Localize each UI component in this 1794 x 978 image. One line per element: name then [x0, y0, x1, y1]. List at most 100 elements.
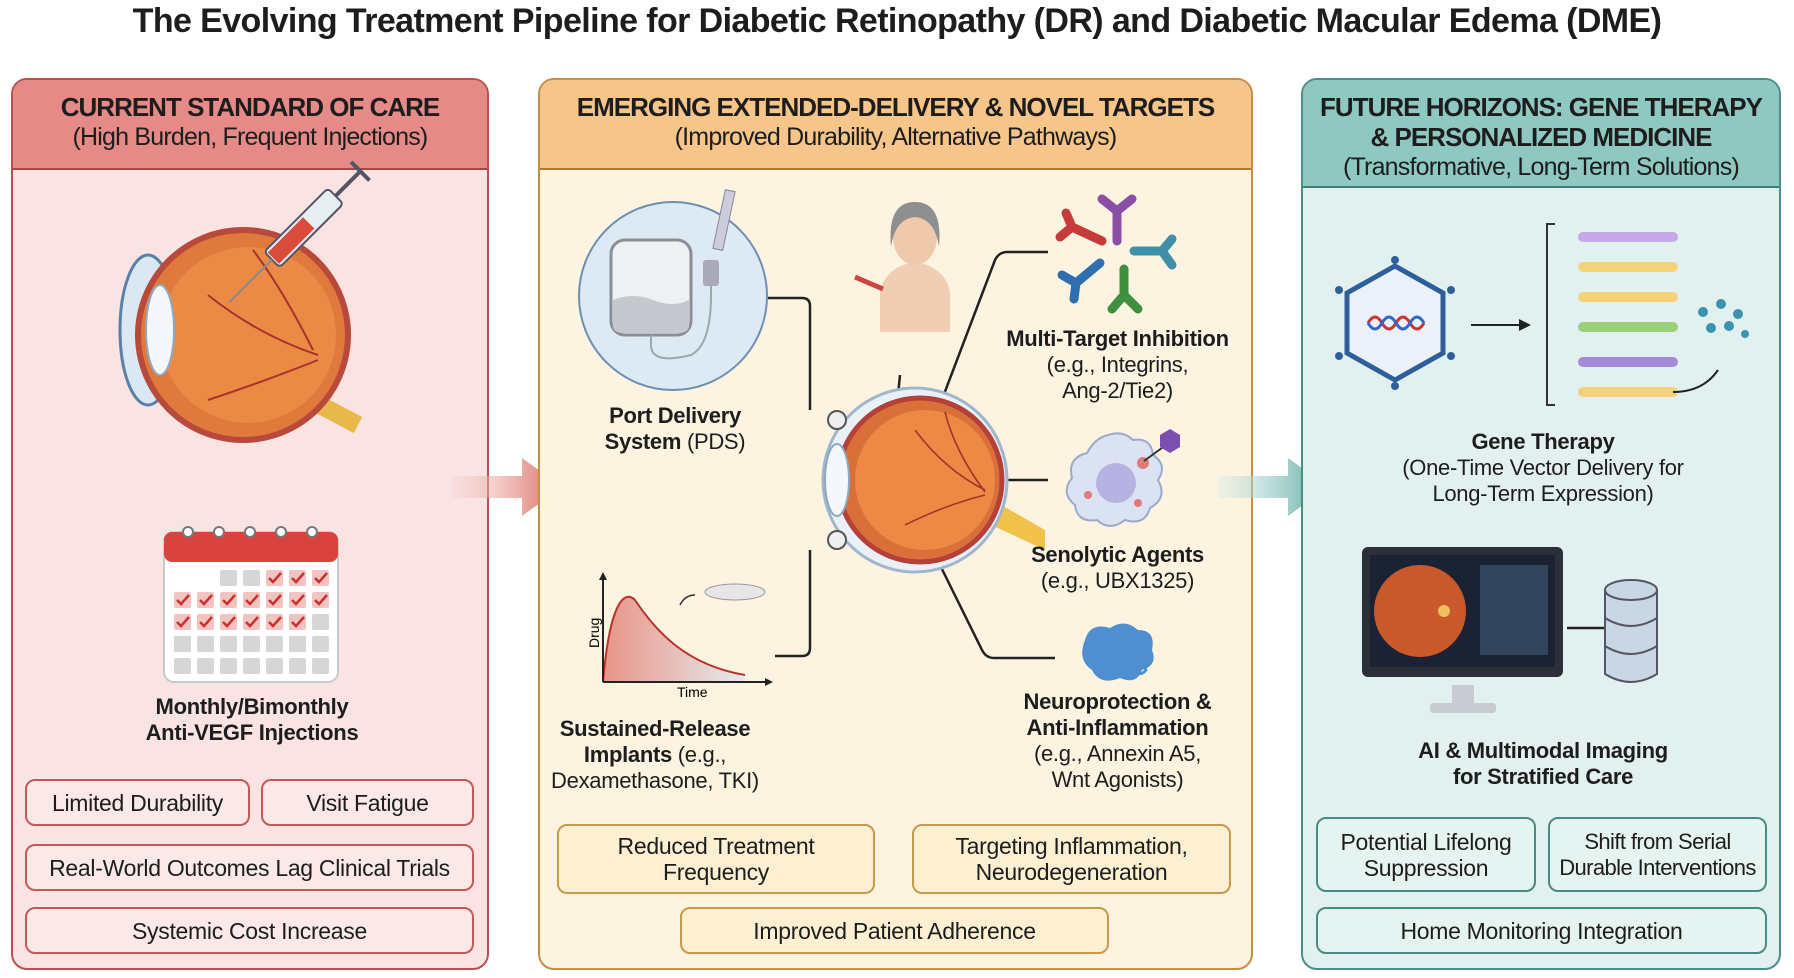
- caption-line: Multi-Target Inhibition: [1006, 326, 1229, 351]
- calendar-day: [243, 658, 260, 674]
- caption-line: AI & Multimodal Imaging: [1418, 738, 1668, 763]
- calendar-day: [243, 570, 260, 586]
- drug-release-curve-icon: Drug Time: [586, 572, 773, 700]
- calendar-day: [289, 658, 306, 674]
- panel-current-standard: CURRENT STANDARD OF CARE (High Burden, F…: [11, 78, 489, 970]
- viral-vector-icon: [1335, 256, 1455, 390]
- caption-line: Port Delivery: [609, 403, 741, 428]
- calendar-day: [312, 658, 329, 674]
- caption-line: for Stratified Care: [1452, 764, 1634, 789]
- panel-header: FUTURE HORIZONS: GENE THERAPY & PERSONAL…: [1303, 80, 1779, 188]
- checkmark-icon: [199, 594, 213, 606]
- port-delivery-caption: Port Delivery System (PDS): [580, 403, 770, 455]
- calendar-day: [266, 614, 283, 630]
- checkmark-icon: [291, 594, 305, 606]
- caption-line: (e.g., Annexin A5,: [1033, 741, 1202, 766]
- diagram-title: The Evolving Treatment Pipeline for Diab…: [132, 2, 1662, 40]
- caption-line: Ang-2/Tie2): [1062, 378, 1173, 403]
- retinal-imaging-monitor-icon: [1362, 547, 1563, 713]
- calendar-day: [197, 592, 214, 608]
- checkmark-icon: [268, 572, 282, 584]
- caption-line: Sustained-Release: [559, 716, 751, 741]
- calendar-day: [243, 614, 260, 630]
- systemic-cost-pill: Systemic Cost Increase: [25, 907, 474, 954]
- ai-imaging-caption: AI & Multimodal Imaging for Stratified C…: [1303, 738, 1779, 790]
- checkmark-icon: [268, 594, 282, 606]
- caption-line: Anti-Inflammation: [1026, 715, 1209, 740]
- patient-injection-icon: [854, 202, 950, 332]
- panel-subtitle: (High Burden, Frequent Injections): [72, 123, 429, 151]
- calendar-day: [289, 592, 306, 608]
- anti-vegf-caption: Monthly/Bimonthly Anti-VEGF Injections: [13, 694, 487, 746]
- lifelong-suppression-pill: Potential Lifelong Suppression: [1316, 817, 1536, 892]
- calendar-day: [174, 592, 191, 608]
- database-icon: [1567, 579, 1658, 683]
- drug-axis-label: Drug: [586, 618, 602, 648]
- calendar-day: [266, 570, 283, 586]
- caption-line: Wnt Agonists): [1051, 767, 1184, 792]
- calendar-day: [266, 592, 283, 608]
- calendar-day: [220, 592, 237, 608]
- caption-text: (PDS): [686, 429, 746, 454]
- limited-durability-pill: Limited Durability: [25, 779, 250, 826]
- panel-title: CURRENT STANDARD OF CARE: [60, 92, 441, 122]
- calendar-day: [174, 658, 191, 674]
- calendar-day: [266, 658, 283, 674]
- panel-title: & PERSONALIZED MEDICINE: [1370, 122, 1712, 152]
- eye-injection-icon: [118, 160, 371, 443]
- caption-line: System (PDS): [580, 429, 770, 455]
- calendar-day: [220, 570, 237, 586]
- checkmark-icon: [268, 616, 282, 628]
- caption-line: Senolytic Agents: [1031, 542, 1204, 567]
- eye-cross-section-icon: [821, 386, 1045, 574]
- checkmark-icon: [314, 594, 328, 606]
- panel-title: FUTURE HORIZONS: GENE THERAPY: [1320, 92, 1763, 122]
- calendar-day: [174, 614, 191, 630]
- calendar-day: [197, 614, 214, 630]
- panel-header: EMERGING EXTENDED-DELIVERY & NOVEL TARGE…: [540, 80, 1251, 170]
- checkmark-icon: [291, 616, 305, 628]
- caption-line: (e.g., Integrins,: [1046, 352, 1189, 377]
- calendar-day: [197, 658, 214, 674]
- shift-from-serial-pill: Shift from Serial Durable Interventions: [1548, 817, 1767, 892]
- calendar-day: [312, 614, 329, 630]
- calendar-day: [243, 592, 260, 608]
- checkmark-icon: [314, 572, 328, 584]
- senolytic-caption: Senolytic Agents (e.g., UBX1325): [990, 542, 1245, 594]
- arrow-icon: [1471, 319, 1531, 331]
- caption-text: (e.g.,: [677, 742, 727, 767]
- caption-bold: System: [604, 429, 682, 454]
- caption-line: (e.g., UBX1325): [1040, 568, 1195, 593]
- calendar-day: [289, 636, 306, 652]
- panel-header: CURRENT STANDARD OF CARE (High Burden, F…: [13, 80, 487, 170]
- caption-bold: Implants: [583, 742, 672, 767]
- calendar-icon: [163, 526, 339, 683]
- panel-subtitle: (Transformative, Long-Term Solutions): [1342, 153, 1740, 181]
- arrow-right-icon: [1218, 458, 1328, 516]
- calendar-day: [243, 636, 260, 652]
- gene-therapy-caption: Gene Therapy (One-Time Vector Delivery f…: [1303, 429, 1779, 507]
- caption-line: Long-Term Expression): [1432, 481, 1654, 506]
- arrow-right-icon: [452, 458, 562, 516]
- caption-line: (One-Time Vector Delivery for: [1402, 455, 1684, 480]
- port-delivery-device-icon: [578, 189, 768, 391]
- caption-line: Implants (e.g.,: [540, 742, 770, 768]
- calendar-day: [289, 614, 306, 630]
- panel-subtitle: (Improved Durability, Alternative Pathwa…: [674, 123, 1118, 151]
- panel-title: EMERGING EXTENDED-DELIVERY & NOVEL TARGE…: [576, 92, 1215, 122]
- senescent-cell-icon: [1065, 429, 1180, 527]
- targeting-inflammation-pill: Targeting Inflammation, Neurodegeneratio…: [912, 824, 1231, 894]
- checkmark-icon: [176, 594, 190, 606]
- patient-adherence-pill: Improved Patient Adherence: [680, 907, 1109, 954]
- protein-icon: [1082, 623, 1154, 681]
- panel-future: FUTURE HORIZONS: GENE THERAPY & PERSONAL…: [1301, 78, 1781, 970]
- calendar-day: [312, 636, 329, 652]
- reduced-frequency-pill: Reduced Treatment Frequency: [557, 824, 875, 894]
- checkmark-icon: [222, 616, 236, 628]
- calendar-day: [220, 636, 237, 652]
- panel-emerging: EMERGING EXTENDED-DELIVERY & NOVEL TARGE…: [538, 78, 1253, 970]
- caption-line: Neuroprotection &: [1023, 689, 1212, 714]
- checkmark-icon: [176, 616, 190, 628]
- calendar-day: [289, 570, 306, 586]
- calendar-day: [174, 636, 191, 652]
